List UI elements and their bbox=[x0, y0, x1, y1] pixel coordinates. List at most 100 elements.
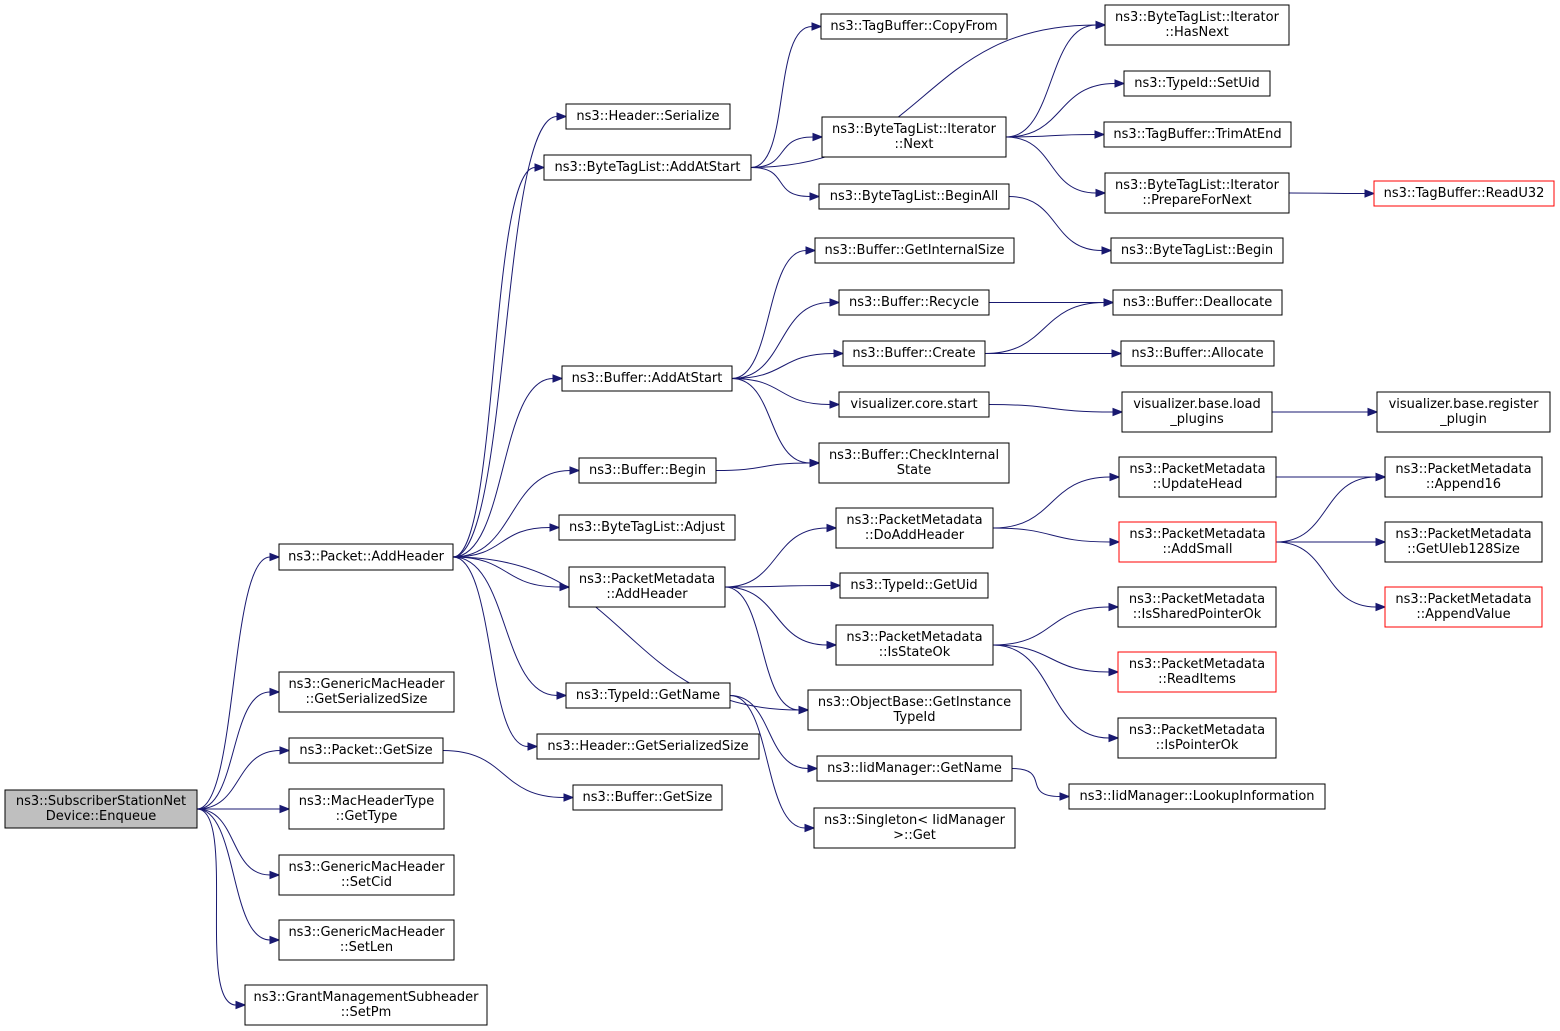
node-pkt-getsize[interactable]: ns3::Packet::GetSize bbox=[288, 737, 444, 764]
node-box[interactable] bbox=[835, 624, 994, 666]
node-box[interactable] bbox=[818, 442, 1010, 484]
node-box[interactable] bbox=[565, 682, 731, 709]
node-box[interactable] bbox=[1103, 121, 1292, 148]
node-box[interactable] bbox=[244, 984, 488, 1026]
node-gms-setpm[interactable]: ns3::GrantManagementSubheader::SetPm bbox=[244, 984, 488, 1026]
node-box[interactable] bbox=[1376, 391, 1551, 433]
node-gmh-getser[interactable]: ns3::GenericMacHeader::GetSerializedSize bbox=[278, 671, 455, 713]
node-pm-readitems[interactable]: ns3::PacketMetadata::ReadItems bbox=[1117, 651, 1277, 693]
node-box[interactable] bbox=[572, 784, 723, 811]
node-box[interactable] bbox=[818, 183, 1010, 210]
node-box[interactable] bbox=[814, 237, 1015, 264]
node-viz-core-start[interactable]: visualizer.core.start bbox=[838, 391, 990, 418]
node-btl-adjust[interactable]: ns3::ByteTagList::Adjust bbox=[558, 514, 736, 541]
node-box[interactable] bbox=[288, 737, 444, 764]
node-pm-updatehead[interactable]: ns3::PacketMetadata::UpdateHead bbox=[1118, 456, 1277, 498]
node-buf-create[interactable]: ns3::Buffer::Create bbox=[842, 340, 986, 367]
node-box[interactable] bbox=[278, 543, 454, 571]
node-tid-setuid[interactable]: ns3::TypeId::SetUid bbox=[1123, 70, 1271, 97]
node-hdr-getser[interactable]: ns3::Header::GetSerializedSize bbox=[536, 733, 760, 760]
node-box[interactable] bbox=[1104, 172, 1290, 214]
node-box[interactable] bbox=[568, 566, 726, 608]
node-box[interactable] bbox=[842, 340, 986, 367]
node-buf-getsize[interactable]: ns3::Buffer::GetSize bbox=[572, 784, 723, 811]
node-viz-load-plugins[interactable]: visualizer.base.load_plugins bbox=[1121, 391, 1273, 433]
node-box[interactable] bbox=[4, 789, 198, 829]
node-box[interactable] bbox=[565, 103, 731, 130]
node-box[interactable] bbox=[820, 13, 1008, 40]
node-pm-isstateok[interactable]: ns3::PacketMetadata::IsStateOk bbox=[835, 624, 994, 666]
node-pkt-addheader[interactable]: ns3::Packet::AddHeader bbox=[278, 543, 454, 571]
node-buf-getinternal[interactable]: ns3::Buffer::GetInternalSize bbox=[814, 237, 1015, 264]
node-box[interactable] bbox=[1104, 4, 1290, 46]
node-box[interactable] bbox=[839, 572, 989, 599]
node-btl-beginall[interactable]: ns3::ByteTagList::BeginAll bbox=[818, 183, 1010, 210]
node-hdr-serialize[interactable]: ns3::Header::Serialize bbox=[565, 103, 731, 130]
node-pm-getuleb[interactable]: ns3::PacketMetadata::GetUleb128Size bbox=[1384, 521, 1543, 563]
node-btl-begin[interactable]: ns3::ByteTagList::Begin bbox=[1110, 237, 1284, 264]
node-box[interactable] bbox=[821, 116, 1007, 158]
node-box[interactable] bbox=[561, 365, 733, 392]
node-tid-getuid[interactable]: ns3::TypeId::GetUid bbox=[839, 572, 989, 599]
node-pm-addsmall[interactable]: ns3::PacketMetadata::AddSmall bbox=[1118, 521, 1277, 563]
node-iid-lookup[interactable]: ns3::IidManager::LookupInformation bbox=[1068, 783, 1326, 810]
node-box[interactable] bbox=[1117, 717, 1277, 759]
node-box[interactable] bbox=[1373, 180, 1555, 207]
node-btli-next[interactable]: ns3::ByteTagList::Iterator::Next bbox=[821, 116, 1007, 158]
node-box[interactable] bbox=[1068, 783, 1326, 810]
node-box[interactable] bbox=[835, 507, 994, 549]
node-box[interactable] bbox=[536, 733, 760, 760]
node-box[interactable] bbox=[1384, 586, 1543, 628]
node-box[interactable] bbox=[816, 755, 1013, 782]
node-pm-addheader[interactable]: ns3::PacketMetadata::AddHeader bbox=[568, 566, 726, 608]
node-box[interactable] bbox=[543, 154, 752, 181]
node-box[interactable] bbox=[278, 919, 455, 961]
node-mht-gettype[interactable]: ns3::MacHeaderType::GetType bbox=[288, 788, 445, 830]
node-buf-recycle[interactable]: ns3::Buffer::Recycle bbox=[838, 289, 990, 316]
node-buf-alloc[interactable]: ns3::Buffer::Allocate bbox=[1120, 340, 1275, 367]
node-box[interactable] bbox=[813, 807, 1016, 849]
node-box[interactable] bbox=[838, 289, 990, 316]
node-pm-doaddheader[interactable]: ns3::PacketMetadata::DoAddHeader bbox=[835, 507, 994, 549]
node-box[interactable] bbox=[1118, 456, 1277, 498]
node-tb-readu32[interactable]: ns3::TagBuffer::ReadU32 bbox=[1373, 180, 1555, 207]
node-pm-appendvalue[interactable]: ns3::PacketMetadata::AppendValue bbox=[1384, 586, 1543, 628]
node-box[interactable] bbox=[1120, 340, 1275, 367]
node-singleton-get[interactable]: ns3::Singleton< IidManager>::Get bbox=[813, 807, 1016, 849]
node-box[interactable] bbox=[838, 391, 990, 418]
node-gmh-setcid[interactable]: ns3::GenericMacHeader::SetCid bbox=[278, 854, 455, 896]
node-btli-hasnext[interactable]: ns3::ByteTagList::Iterator::HasNext bbox=[1104, 4, 1290, 46]
node-box[interactable] bbox=[1123, 70, 1271, 97]
node-btl-addatstart[interactable]: ns3::ByteTagList::AddAtStart bbox=[543, 154, 752, 181]
node-box[interactable] bbox=[1112, 289, 1283, 316]
node-btli-prepare[interactable]: ns3::ByteTagList::Iterator::PrepareForNe… bbox=[1104, 172, 1290, 214]
node-box[interactable] bbox=[558, 514, 736, 541]
node-box[interactable] bbox=[1118, 521, 1277, 563]
node-box[interactable] bbox=[1121, 391, 1273, 433]
node-box[interactable] bbox=[1110, 237, 1284, 264]
node-pm-append16[interactable]: ns3::PacketMetadata::Append16 bbox=[1384, 456, 1543, 498]
node-buf-addatstart[interactable]: ns3::Buffer::AddAtStart bbox=[561, 365, 733, 392]
node-box[interactable] bbox=[1384, 456, 1543, 498]
node-pm-ispointerok[interactable]: ns3::PacketMetadata::IsPointerOk bbox=[1117, 717, 1277, 759]
node-box[interactable] bbox=[1384, 521, 1543, 563]
node-pm-issharedptrok[interactable]: ns3::PacketMetadata::IsSharedPointerOk bbox=[1117, 586, 1277, 628]
node-tb-trimatend[interactable]: ns3::TagBuffer::TrimAtEnd bbox=[1103, 121, 1292, 148]
node-iid-getname[interactable]: ns3::IidManager::GetName bbox=[816, 755, 1013, 782]
node-buf-begin[interactable]: ns3::Buffer::Begin bbox=[578, 457, 717, 484]
node-gmh-setlen[interactable]: ns3::GenericMacHeader::SetLen bbox=[278, 919, 455, 961]
node-box[interactable] bbox=[1117, 651, 1277, 693]
node-tb-copyfrom[interactable]: ns3::TagBuffer::CopyFrom bbox=[820, 13, 1008, 40]
node-box[interactable] bbox=[288, 788, 445, 830]
node-box[interactable] bbox=[278, 854, 455, 896]
node-tid-getname[interactable]: ns3::TypeId::GetName bbox=[565, 682, 731, 709]
node-box[interactable] bbox=[578, 457, 717, 484]
node-viz-register[interactable]: visualizer.base.register_plugin bbox=[1376, 391, 1551, 433]
node-box[interactable] bbox=[278, 671, 455, 713]
node-buf-dealloc[interactable]: ns3::Buffer::Deallocate bbox=[1112, 289, 1283, 316]
node-box[interactable] bbox=[1117, 586, 1277, 628]
node-box[interactable] bbox=[807, 689, 1022, 731]
